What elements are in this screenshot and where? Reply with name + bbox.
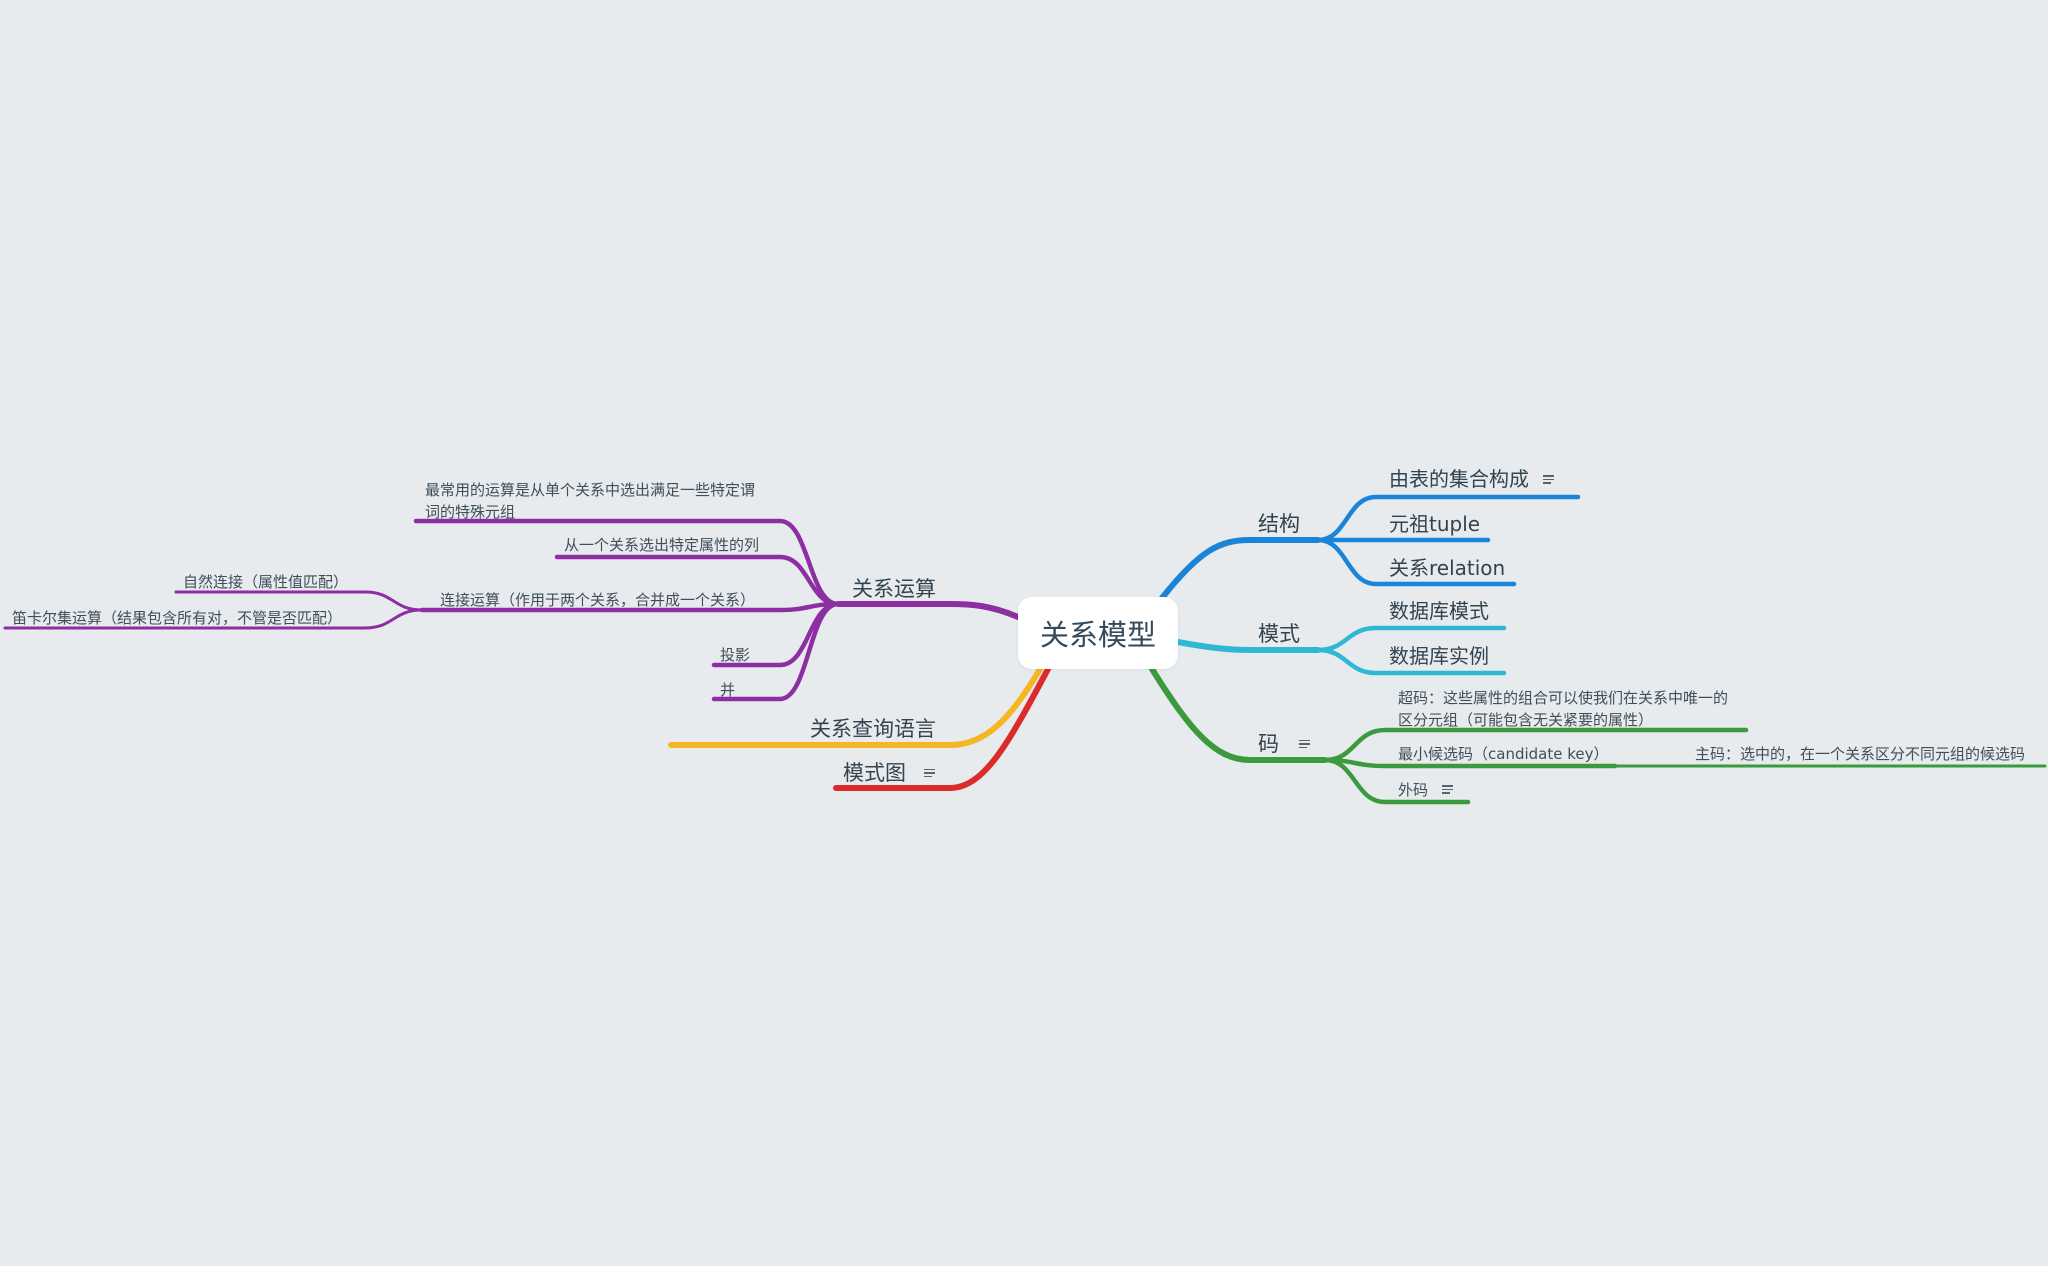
edge-database-instance (1315, 647, 1507, 676)
note-icon[interactable] (924, 768, 935, 778)
topic-schema-diagram-label: 模式图 (843, 761, 906, 785)
topic-database-instance[interactable]: 数据库实例 (1389, 644, 1489, 669)
note-icon[interactable] (1299, 739, 1310, 749)
topic-foreign-key-label: 外码 (1398, 781, 1429, 799)
edge-relational-algebra (835, 601, 1021, 620)
topic-relation-label: 关系relation (1389, 556, 1506, 580)
topic-superkey-line1: 超码：这些属性的组合可以使我们在关系中唯一的 (1398, 689, 1729, 707)
edge-keys (1149, 666, 1328, 763)
topic-projection-desc-label: 从一个关系选出特定属性的列 (564, 536, 760, 554)
topic-selection[interactable]: 最常用的运算是从单个关系中选出满足一些特定谓 词的特殊元组 (425, 479, 755, 523)
topic-join-label: 连接运算（作用于两个关系，合并成一个关系） (440, 591, 756, 609)
edge-union (711, 601, 841, 702)
topic-cartesian-product-label: 笛卡尔集运算（结果包含所有对，不管是否匹配） (12, 609, 343, 627)
note-icon[interactable] (1543, 475, 1554, 484)
topic-selection-line1: 最常用的运算是从单个关系中选出满足一些特定谓 (425, 481, 756, 499)
topic-candidate-key[interactable]: 最小候选码（candidate key） (1398, 745, 1608, 764)
edge-structure (1159, 537, 1321, 601)
topic-structure-label: 结构 (1258, 512, 1300, 536)
topic-keys-label: 码 (1258, 732, 1279, 756)
topic-superkey[interactable]: 超码：这些属性的组合可以使我们在关系中唯一的 区分元组（可能包含无关紧要的属性） (1398, 687, 1728, 731)
topic-natural-join-label: 自然连接（属性值匹配） (183, 573, 349, 591)
topic-relational-algebra-label: 关系运算 (852, 577, 936, 601)
edge-query-language (668, 666, 1043, 748)
topic-relation[interactable]: 关系relation (1389, 556, 1505, 581)
topic-projection-label: 投影 (720, 646, 751, 664)
topic-database-schema[interactable]: 数据库模式 (1389, 599, 1489, 624)
edge-natural-join (174, 590, 424, 612)
topic-foreign-key[interactable]: 外码 (1398, 781, 1454, 800)
edge-foreign-key (1322, 757, 1471, 805)
topic-structure[interactable]: 结构 (1258, 511, 1300, 537)
topic-cartesian-product[interactable]: 笛卡尔集运算（结果包含所有对，不管是否匹配） (12, 609, 342, 628)
topic-schema-label: 模式 (1258, 622, 1300, 646)
topic-schema[interactable]: 模式 (1258, 621, 1300, 647)
topic-union[interactable]: 并 (720, 681, 735, 700)
edge-relation (1315, 537, 1517, 587)
topic-database-instance-label: 数据库实例 (1389, 644, 1489, 668)
topic-tuple[interactable]: 元祖tuple (1389, 512, 1480, 537)
topic-selection-line2: 词的特殊元组 (425, 503, 516, 521)
topic-keys[interactable]: 码 (1258, 731, 1310, 757)
topic-projection[interactable]: 投影 (720, 646, 750, 665)
topic-primary-key-label: 主码：选中的，在一个关系区分不同元组的候选码 (1695, 745, 2026, 763)
topic-superkey-line2: 区分元组（可能包含无关紧要的属性） (1398, 711, 1654, 729)
topic-union-label: 并 (720, 681, 736, 699)
edge-projection-desc (554, 554, 841, 607)
edge-schema (1175, 639, 1321, 653)
topic-join[interactable]: 连接运算（作用于两个关系，合并成一个关系） (440, 591, 755, 610)
topic-table-collection[interactable]: 由表的集合构成 (1389, 467, 1554, 492)
edge-schema-diagram (833, 666, 1051, 791)
edge-cartesian-product (3, 608, 424, 630)
topic-natural-join[interactable]: 自然连接（属性值匹配） (183, 573, 348, 592)
topic-relational-algebra[interactable]: 关系运算 (852, 576, 936, 602)
topic-projection-desc[interactable]: 从一个关系选出特定属性的列 (564, 536, 759, 555)
topic-query-language[interactable]: 关系查询语言 (810, 716, 936, 742)
note-icon[interactable] (1442, 785, 1454, 794)
topic-database-schema-label: 数据库模式 (1389, 599, 1489, 623)
topic-query-language-label: 关系查询语言 (810, 717, 936, 741)
topic-table-collection-label: 由表的集合构成 (1389, 467, 1529, 491)
topic-schema-diagram[interactable]: 模式图 (843, 760, 935, 786)
topic-candidate-key-label: 最小候选码（candidate key） (1398, 745, 1609, 763)
topic-tuple-label: 元祖tuple (1389, 512, 1481, 536)
root-topic-label: 关系模型 (1039, 618, 1156, 652)
root-topic[interactable]: 关系模型 (1018, 597, 1178, 669)
topic-primary-key[interactable]: 主码：选中的，在一个关系区分不同元组的候选码 (1695, 745, 2025, 764)
